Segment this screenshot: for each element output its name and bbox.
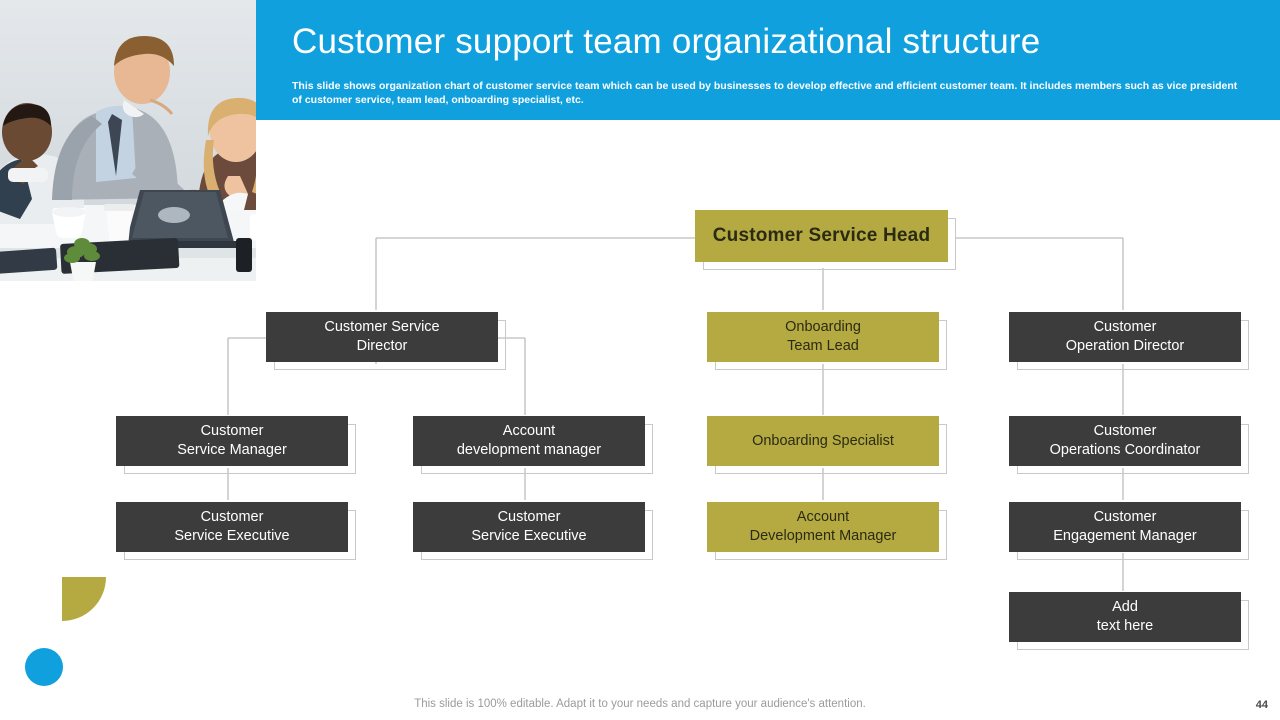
node-fill: Onboarding Specialist <box>707 416 939 466</box>
node-label: Account Development Manager <box>749 509 897 544</box>
page-number: 44 <box>1255 699 1268 711</box>
node-onboarding-team-lead[interactable]: Onboarding Team Lead <box>707 312 947 370</box>
node-customer-service-executive-right[interactable]: Customer Service Executive <box>413 502 653 560</box>
node-fill: Account Development Manager <box>707 502 939 552</box>
node-label: Account development manager <box>456 423 602 458</box>
footer-note: This slide is 100% editable. Adapt it to… <box>414 698 866 710</box>
page-title: Customer support team organizational str… <box>292 22 1041 61</box>
node-fill: Customer Operation Director <box>1009 312 1241 362</box>
node-customer-operations-coordinator[interactable]: Customer Operations Coordinator <box>1009 416 1249 474</box>
page-subtitle: This slide shows organization chart of c… <box>292 80 1238 106</box>
header-band <box>256 0 1280 120</box>
decorative-blue-circle <box>25 648 63 686</box>
node-fill: Add text here <box>1009 592 1241 642</box>
node-label: Onboarding Team Lead <box>785 319 861 354</box>
node-label: Customer Engagement Manager <box>1053 509 1197 544</box>
node-label: Customer Operation Director <box>1065 319 1185 354</box>
node-customer-service-executive-left[interactable]: Customer Service Executive <box>116 502 356 560</box>
node-fill: Customer Service Head <box>695 210 948 262</box>
node-fill: Customer Service Director <box>266 312 498 362</box>
decorative-quarter-circle <box>62 577 106 621</box>
node-onboarding-specialist[interactable]: Onboarding Specialist <box>707 416 947 474</box>
node-label: Customer Service Executive <box>174 509 290 544</box>
node-label: Add text here <box>1096 599 1154 634</box>
node-label: Customer Service Director <box>324 319 440 354</box>
node-fill: Customer Service Executive <box>116 502 348 552</box>
node-account-development-manager[interactable]: Account development manager <box>413 416 653 474</box>
node-label: Onboarding Specialist <box>752 432 894 449</box>
node-fill: Customer Engagement Manager <box>1009 502 1241 552</box>
node-account-development-manager-onboarding[interactable]: Account Development Manager <box>707 502 947 560</box>
node-customer-service-director[interactable]: Customer Service Director <box>266 312 506 370</box>
node-label: Customer Service Executive <box>471 509 587 544</box>
node-customer-engagement-manager[interactable]: Customer Engagement Manager <box>1009 502 1249 560</box>
node-label: Customer Service Manager <box>177 423 287 458</box>
node-fill: Account development manager <box>413 416 645 466</box>
node-label: Customer Service Head <box>712 224 931 246</box>
node-fill: Onboarding Team Lead <box>707 312 939 362</box>
node-fill: Customer Service Manager <box>116 416 348 466</box>
node-fill: Customer Operations Coordinator <box>1009 416 1241 466</box>
team-photo <box>0 0 256 281</box>
node-add-text-here[interactable]: Add text here <box>1009 592 1249 650</box>
node-customer-service-head[interactable]: Customer Service Head <box>695 210 956 270</box>
node-label: Customer Operations Coordinator <box>1049 423 1201 458</box>
node-customer-service-manager[interactable]: Customer Service Manager <box>116 416 356 474</box>
node-fill: Customer Service Executive <box>413 502 645 552</box>
node-customer-operation-director[interactable]: Customer Operation Director <box>1009 312 1249 370</box>
team-photo-illustration <box>0 0 256 281</box>
